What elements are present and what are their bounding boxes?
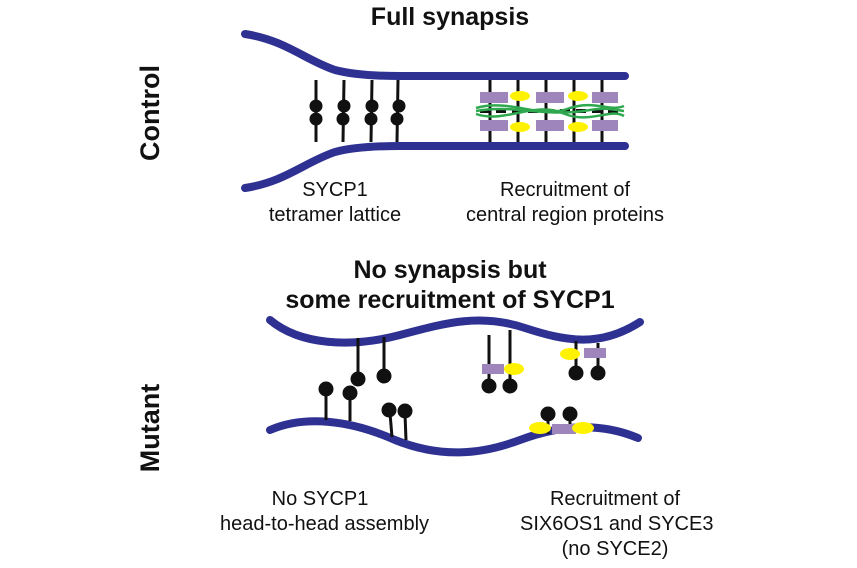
control-title: Full synapsis [370,3,530,31]
control-chromosome-axes [241,30,629,192]
mutant-caption-right-2: SIX6OS1 and SYCE3 [520,513,714,535]
control-caption-left-2: tetramer lattice [268,204,402,226]
mutant-caption-right-1: Recruitment of [549,488,681,510]
control-caption-left-1: SYCP1 [302,179,368,201]
sycp1-tetramer-lattice [309,79,406,143]
mutant-top-recruitment-1 [481,330,524,394]
mutant-caption-right-3: (no SYCE2) [561,538,669,560]
mutant-caption-left-2: head-to-head assembly [220,513,430,535]
central-region-proteins [475,80,625,142]
mutant-top-axis [266,316,644,347]
mutant-bottom-recruitment [529,406,594,434]
mutant-caption-left-1: No SYCP1 [271,488,369,510]
control-caption-right-1: Recruitment of [499,179,631,201]
mutant-bottom-sycp1 [318,381,413,441]
mutant-top-sycp1 [350,337,392,387]
mutant-top-recruitment-2 [560,341,606,381]
mutant-title-line-2: some recruitment of SYCP1 [285,286,615,314]
control-bottom-axis [241,142,629,192]
control-caption-right-2: central region proteins [466,204,664,226]
control-top-axis [241,30,629,80]
mutant-title-line-1: No synapsis but [353,256,547,284]
